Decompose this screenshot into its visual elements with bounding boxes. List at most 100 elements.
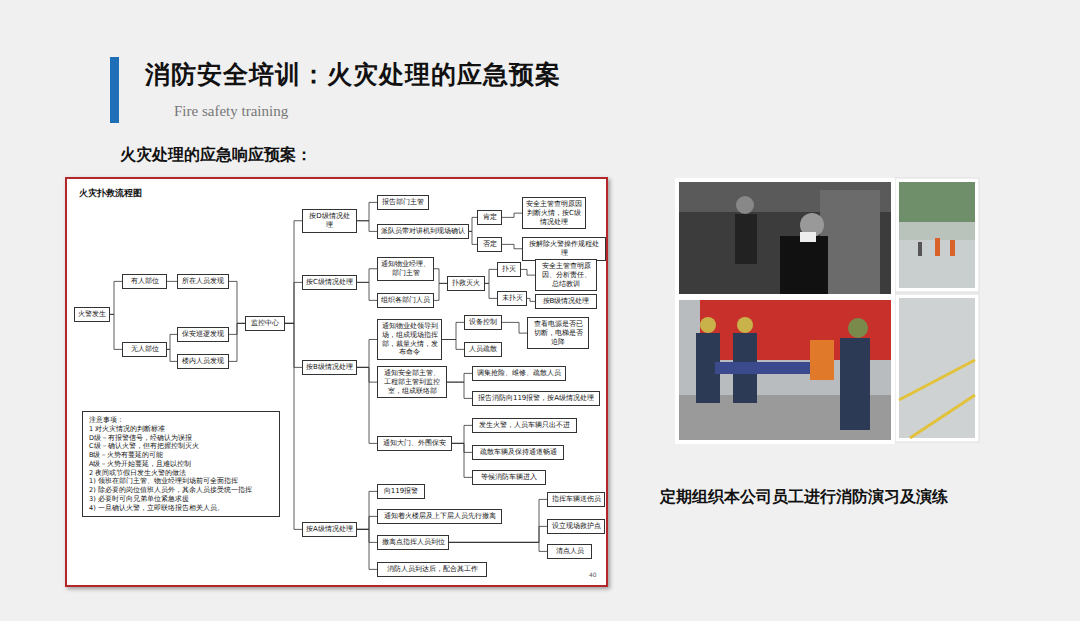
process-box: 人员疏散: [464, 342, 502, 357]
process-box: 按D级情况处理: [302, 209, 357, 233]
process-box: 有人部位: [122, 274, 167, 289]
connector: [285, 282, 302, 323]
connector: [469, 217, 477, 231]
connector: [357, 221, 377, 232]
process-box: 保安巡逻发现: [177, 327, 229, 342]
process-box: 通知着火楼层及上下层人员先行撤离: [377, 509, 502, 524]
box-text: 设立现场救护点: [551, 522, 601, 531]
connector: [357, 367, 377, 443]
connector: [110, 314, 122, 349]
box-text: 监控中心: [249, 319, 281, 328]
box-text: 人员疏散: [468, 345, 498, 354]
box-text: 安全主管查明原因、分析责任、总结教训: [539, 262, 593, 288]
note-line: 2) 除必要的岗位值班人员外，其余人员接受统一指挥: [89, 486, 273, 495]
note-line: 4) 一旦确认火警，立即联络报告相关人员。: [89, 504, 273, 513]
process-box: 所在人员发现: [177, 274, 229, 289]
connector: [502, 322, 527, 333]
connector: [502, 213, 522, 217]
box-text: 撤离点指挥人员到位: [381, 538, 445, 547]
box-text: 按C级情况处理: [306, 278, 353, 287]
box-text: 疏散车辆及保持通道畅通: [476, 448, 560, 457]
slide-title: 消防安全培训：火灾处理的应急预案: [145, 58, 561, 91]
connector: [434, 269, 447, 284]
connector: [167, 349, 177, 361]
process-box: 按B级情况处理: [535, 294, 597, 309]
box-text: 扑灭: [501, 265, 517, 274]
connector: [469, 231, 477, 244]
connector: [110, 281, 122, 314]
note-line: D级－有报警信号，经确认为误报: [89, 434, 273, 443]
connector: [442, 340, 464, 350]
process-box: 按B级情况处理: [302, 360, 357, 375]
connector: [167, 334, 177, 349]
process-box: 未扑灭: [497, 291, 527, 306]
process-box: 疏散车辆及保持通道畅通: [472, 445, 564, 460]
connector: [434, 283, 447, 300]
box-text: 肯定: [481, 213, 498, 222]
process-box: 指挥车辆送伤员: [547, 492, 605, 507]
connector: [449, 526, 547, 542]
box-text: 通知安全部主管、工程部主管到监控室，组成联络部: [381, 369, 443, 395]
box-text: 所在人员发现: [181, 277, 225, 286]
box-text: 按B级情况处理: [306, 363, 353, 372]
process-box: 向119报警: [377, 484, 425, 499]
process-box: 消防人员到达后，配合其工作: [377, 562, 487, 577]
box-text: 报告部门主管: [381, 198, 425, 207]
process-box: 报告消防向119报警，按A级情况处理: [472, 391, 600, 406]
box-text: 等候消防车辆进入: [476, 473, 542, 482]
note-line: C级－确认火警，但有把握控制灭火: [89, 442, 273, 451]
connector: [502, 244, 522, 248]
process-box: 通知物业处领导到场，组成现场指挥部，裁量火情，发布命令: [377, 319, 442, 360]
connector: [357, 529, 377, 569]
box-text: 有人部位: [126, 277, 163, 286]
box-text: 通知物业经理、部门主管: [381, 260, 430, 278]
process-box: 火警发生: [74, 307, 110, 322]
note-line: 1) 领班在部门主管、物业经理到场前可全面指挥: [89, 477, 273, 486]
note-line: 2 夜间或节假日发生火警的做法: [89, 469, 273, 478]
connector: [447, 373, 472, 382]
process-box: 扑救灭火: [447, 276, 485, 291]
box-text: 设备控制: [468, 318, 498, 327]
connector: [357, 367, 377, 382]
connector: [285, 221, 302, 324]
process-box: 通知物业经理、部门主管: [377, 257, 434, 281]
process-box: 查看电源是否已切断，电梯是否迫降: [527, 317, 589, 349]
box-text: 未扑灭: [501, 294, 523, 303]
connector: [229, 323, 245, 361]
process-box: 肯定: [477, 210, 502, 225]
connector: [357, 529, 377, 542]
box-text: 按B级情况处理: [539, 297, 593, 306]
connector: [285, 323, 302, 529]
process-box: 调集抢险、维修、疏散人员: [472, 366, 566, 381]
connector: [357, 516, 377, 529]
note-line: 1 对火灾情况的判断标准: [89, 425, 273, 434]
note-line: 注意事项：: [89, 416, 273, 425]
process-box: 按解除火警操作规程处理: [522, 237, 606, 261]
process-box: 通知安全部主管、工程部主管到监控室，组成联络部: [377, 366, 447, 398]
note-line: B级－火势有蔓延的可能: [89, 451, 273, 460]
box-text: 向119报警: [381, 487, 421, 496]
connector: [447, 382, 472, 398]
process-box: 安全主管查明原因、分析责任、总结教训: [535, 259, 597, 291]
connector: [521, 269, 535, 275]
process-box: 通知大门、外围保安: [377, 436, 452, 451]
process-box: 设备控制: [464, 315, 502, 330]
box-text: 保安巡逻发现: [181, 330, 225, 339]
notes-box: 注意事项：1 对火灾情况的判断标准D级－有报警信号，经确认为误报C级－确认火警，…: [82, 411, 280, 517]
process-box: 扑灭: [497, 262, 521, 277]
connector: [452, 443, 472, 477]
page-number: 40: [589, 571, 597, 578]
process-box: 等候消防车辆进入: [472, 470, 546, 485]
connector: [357, 269, 377, 283]
box-text: 查看电源是否已切断，电梯是否迫降: [531, 320, 585, 346]
box-text: 消防人员到达后，配合其工作: [381, 565, 483, 574]
box-text: 按解除火警操作规程处理: [526, 240, 602, 258]
flowchart-frame: 火灾扑救流程图火警发生有人部位无人部位所在人员发现保安巡逻发现楼内人员发现监控中…: [65, 177, 608, 587]
process-box: 发生火警，人员车辆只出不进: [472, 418, 577, 433]
box-text: 按A级情况处理: [306, 525, 353, 534]
box-text: 调集抢险、维修、疏散人员: [476, 369, 562, 378]
section-heading: 火灾处理的应急响应预案：: [120, 145, 312, 166]
process-box: 报告部门主管: [377, 195, 429, 210]
box-text: 发生火警，人员车辆只出不进: [476, 421, 573, 430]
box-text: 报告消防向119报警，按A级情况处理: [476, 394, 596, 403]
